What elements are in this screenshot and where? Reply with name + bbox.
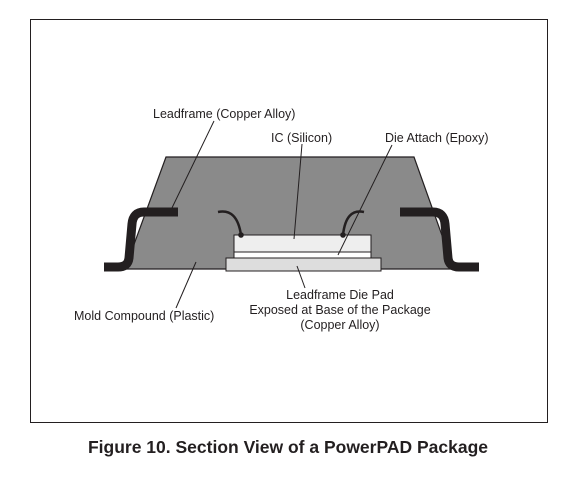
die-attach [233, 251, 372, 259]
figure-frame [30, 19, 548, 423]
label-die-pad: Leadframe Die Pad Exposed at Base of the… [230, 288, 450, 333]
leader-mold-compound [175, 261, 197, 309]
leader-ic [293, 143, 303, 240]
left-bond-point [238, 232, 244, 238]
right-lead [400, 207, 479, 272]
label-die-pad-line2: Exposed at Base of the Package [249, 303, 431, 317]
label-ic: IC (Silicon) [271, 131, 333, 145]
label-die-attach: Die Attach (Epoxy) [385, 131, 489, 145]
left-bond-wire [217, 210, 243, 236]
label-mold-compound: Mold Compound (Plastic) [74, 309, 215, 323]
left-lead [104, 207, 178, 272]
label-die-pad-line1: Leadframe Die Pad [286, 288, 394, 302]
right-bond-wire [341, 210, 365, 236]
die-pad [225, 257, 382, 272]
leader-die-attach [337, 144, 393, 256]
ic-die [233, 234, 372, 253]
leader-leadframe [169, 120, 215, 213]
leader-die-pad [296, 265, 306, 289]
figure-caption: Figure 10. Section View of a PowerPAD Pa… [87, 437, 489, 457]
right-bond-point [340, 232, 346, 238]
label-die-pad-line3: (Copper Alloy) [300, 318, 380, 332]
label-leadframe: Leadframe (Copper Alloy) [153, 107, 296, 121]
